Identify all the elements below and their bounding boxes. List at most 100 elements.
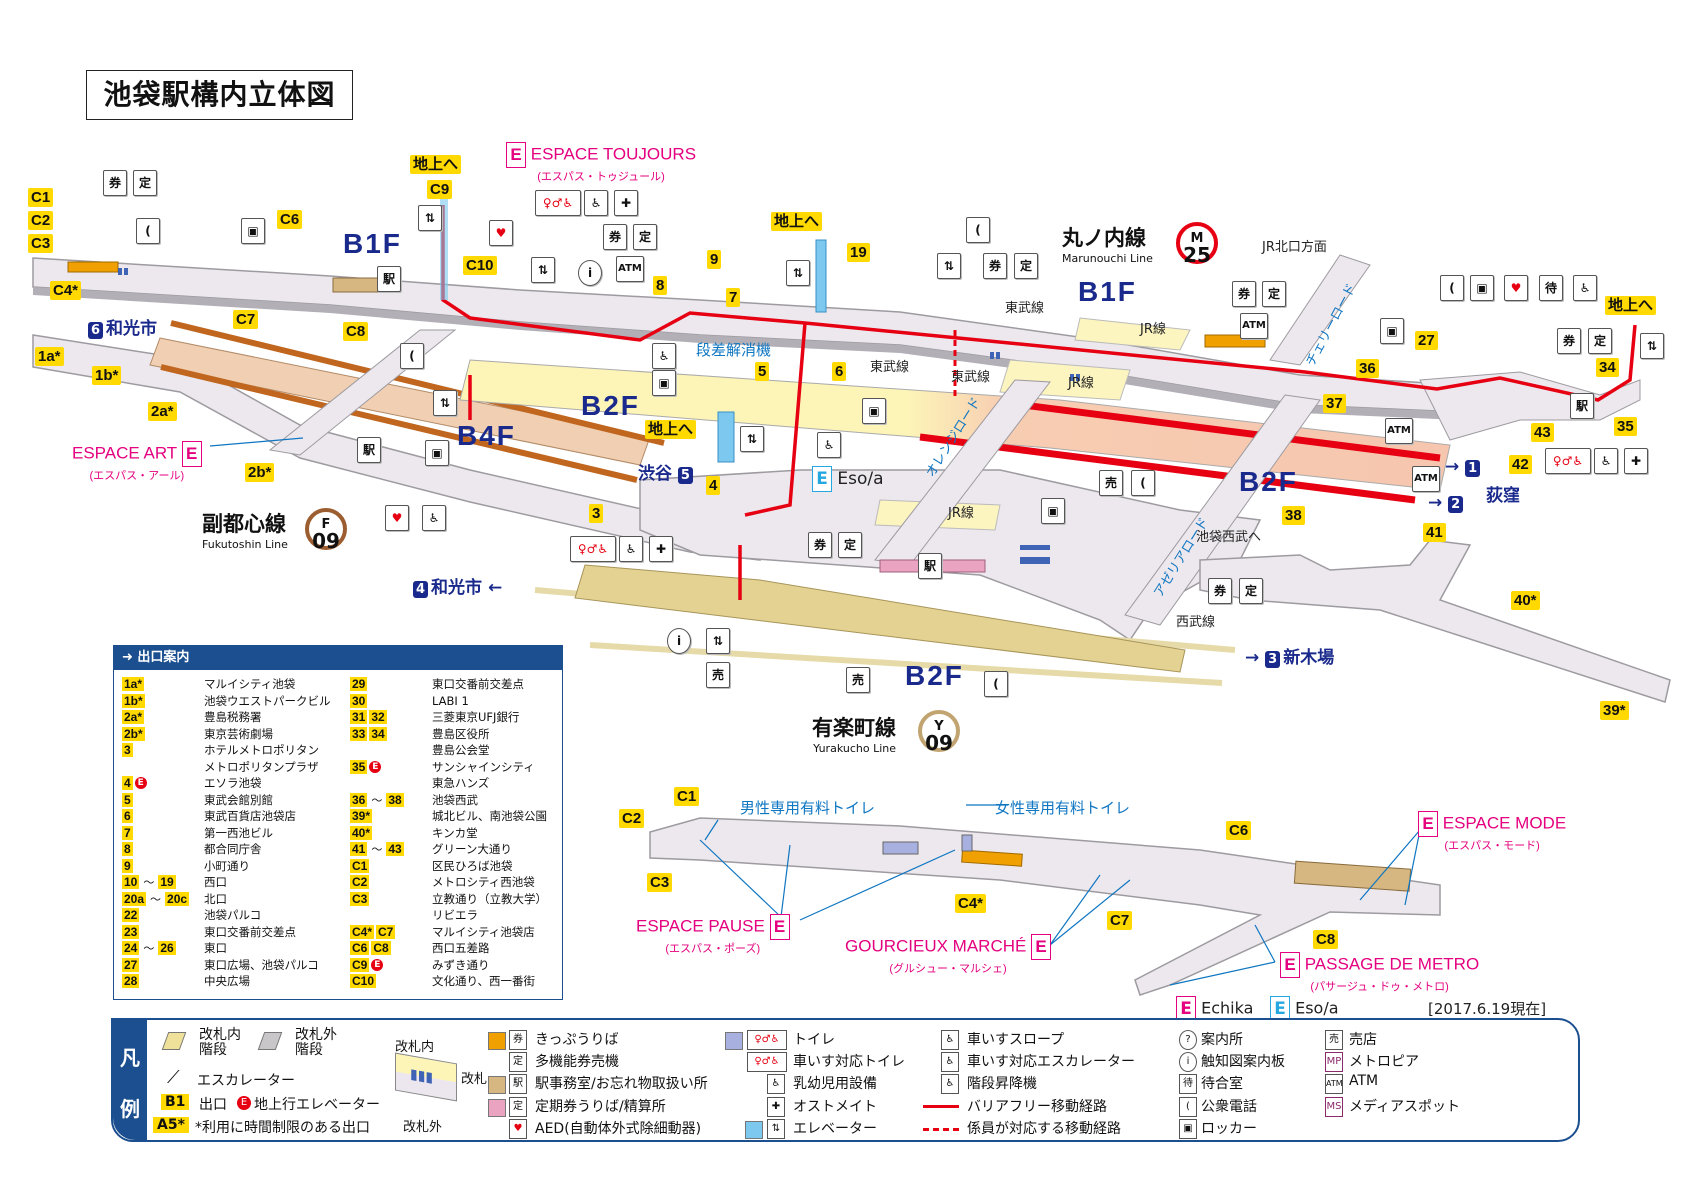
phone-icon: ( — [966, 217, 990, 243]
elevator-cube-icon — [745, 1121, 763, 1139]
marunouchi-rail — [1014, 400, 1441, 462]
ticket-office — [67, 261, 119, 273]
exit-c1: C1 — [28, 188, 54, 207]
exit-destination: 西口 — [204, 875, 227, 890]
accessible-toilet-icon: ♀♂♿ — [570, 536, 616, 562]
azalea-road — [1124, 394, 1321, 626]
exit-destination: 三菱東京UFJ銀行 — [432, 710, 520, 725]
shop-espace-mode[interactable]: E ESPACE MODE(エスパス・モード) — [1418, 811, 1566, 853]
pass-office-icon: 定 — [133, 170, 157, 196]
legend-pass: 定期券うりば/精算所 — [535, 1099, 666, 1115]
exit-codes: C1 — [350, 858, 432, 873]
ostomate-icon: ✚ — [614, 190, 638, 216]
elevator-icon: ⇅ — [1640, 333, 1664, 359]
pass-office-icon: 定 — [838, 532, 862, 558]
shop-espace-art[interactable]: ESPACE ART E(エスパス・アール) — [72, 441, 202, 483]
legend-slope: 車いすスロープ — [967, 1032, 1065, 1048]
exit-destination: メトロポリタンプラザ — [204, 759, 319, 774]
office-cube-icon — [488, 1076, 506, 1094]
legend-shop: 売店 — [1349, 1032, 1377, 1048]
pass-office-icon: 駅 — [918, 553, 942, 579]
exit-codes: 40* — [350, 825, 432, 840]
locker-icon: ▣ — [1041, 498, 1065, 524]
floor-label-b2f: B2F — [581, 390, 640, 421]
direction-ogikubo: 荻窪 — [1486, 486, 1520, 506]
legend-stairs-outside: 改札外 階段 — [295, 1027, 337, 1058]
wheelchair-slope-icon: ♿ — [817, 432, 841, 458]
shop-icon: 売 — [1325, 1030, 1343, 1050]
exit-number: 23 — [122, 924, 140, 939]
seibu-line-label: 西武線 — [1176, 615, 1216, 630]
exit-destination: 立教通り（立教大学） — [432, 891, 547, 906]
exit-41: 41 — [1423, 523, 1446, 542]
exit-35: 35 — [1614, 417, 1637, 436]
exit-codes: 7 — [122, 825, 204, 840]
exit-destination: サンシャインシティ — [432, 759, 535, 774]
exit-number: 3 — [122, 743, 133, 758]
shop-passage-de-metro[interactable]: E PASSAGE DE METRO(パサージュ・ドゥ・メトロ) — [1280, 952, 1479, 994]
exit-number: 26 — [158, 941, 176, 956]
exit-guide-row: 8 都合同庁舎 — [122, 841, 331, 858]
baby-care-icon: ♿ — [1594, 448, 1618, 474]
ticket-machine-icon: 券 — [1557, 328, 1581, 354]
exit-destination: キンカ堂 — [432, 825, 478, 840]
exit-destination: 池袋西武 — [432, 792, 478, 807]
accessible-toilet-icon: ♀♂♿ — [535, 190, 581, 216]
exit-c2-lower: C2 — [619, 809, 645, 828]
legend-exit-sample: B1 — [161, 1094, 190, 1110]
shop-espace-pause[interactable]: ESPACE PAUSE E(エスパス・ポーズ) — [636, 914, 790, 956]
shop-espace-toujours[interactable]: E ESPACE TOUJOURS(エスパス・トゥジュール) — [506, 142, 696, 184]
atm-icon: ATM — [1240, 313, 1268, 339]
exit-destination: 都合同庁舎 — [204, 842, 262, 857]
accessible-toilet-icon: ♀♂♿ — [747, 1052, 787, 1072]
jr-line-label: JR線 — [1140, 322, 1166, 337]
legend-staff-route: 係員が対応する移動経路 — [967, 1121, 1121, 1137]
ticket-office-cube-icon — [488, 1032, 506, 1050]
baby-icon: ♿ — [767, 1074, 785, 1094]
south-corridor — [1199, 539, 1671, 703]
exit-destination: 豊島税務署 — [204, 710, 262, 725]
exit-number: 8 — [122, 842, 133, 857]
women-toilet — [961, 834, 973, 852]
floor-label-b2f: B2F — [905, 660, 964, 691]
exit-number: 10 — [122, 875, 140, 890]
legend-toilet: トイレ — [793, 1032, 835, 1048]
exit-destination: 第一西池ビル — [204, 825, 273, 840]
exit-codes: 29 — [350, 677, 432, 692]
tobu-line-label: 東武線 — [870, 360, 910, 375]
tactile-map-icon: i — [1179, 1052, 1197, 1072]
exit-37: 37 — [1323, 394, 1346, 413]
phone-icon: ( — [136, 218, 160, 244]
locker-icon: ▣ — [1380, 318, 1404, 344]
exit-40: 40* — [1511, 591, 1540, 610]
barrier-free-route — [744, 322, 807, 517]
exit-number: C4* — [350, 924, 375, 939]
stair-lift-icon: ♿ — [941, 1074, 959, 1094]
floor-label-b1f: B1F — [1078, 276, 1137, 307]
exit-number: 22 — [122, 908, 140, 923]
shop-gourcieux-marche[interactable]: GOURCIEUX MARCHÉ E(グルシュー・マルシェ) — [845, 934, 1052, 976]
direction-shibuya-5: 渋谷 5 — [638, 459, 696, 484]
exit-codes: 1a* — [122, 677, 204, 692]
exit-codes: 30 — [350, 693, 432, 708]
exit-codes: 23 — [122, 924, 204, 939]
fukutoshin-rail — [160, 364, 638, 483]
locker-icon: ▣ — [1470, 275, 1494, 301]
slope-icon: ♿ — [941, 1030, 959, 1050]
exit-c6: C6 — [277, 210, 303, 229]
fukutoshin-rail — [170, 320, 665, 446]
